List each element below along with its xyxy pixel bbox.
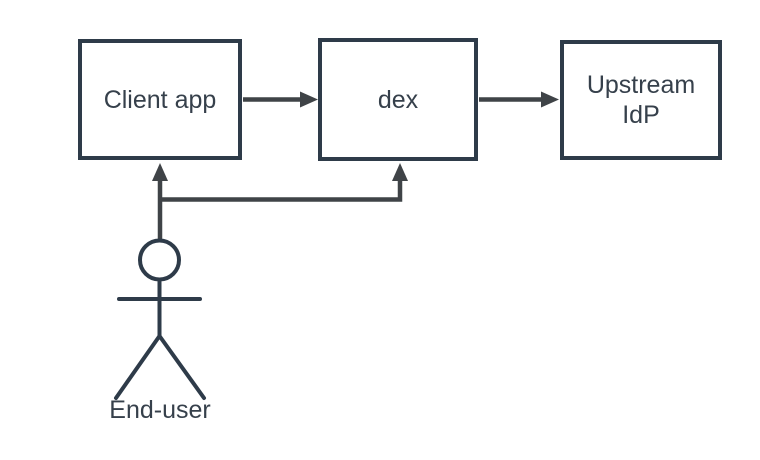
node-dex-label: dex (377, 85, 419, 114)
actor-head (138, 238, 181, 282)
edge-line (160, 180, 403, 202)
node-upstream-idp-label: Upstream IdP (586, 71, 696, 129)
end-user-figure (114, 238, 206, 400)
node-client-app-label: Client app (103, 85, 217, 114)
edge-end-user-to-client-app (152, 163, 168, 240)
arrowhead-right (541, 91, 559, 108)
actor-right-leg (157, 334, 206, 400)
node-dex: dex (318, 38, 478, 161)
edge-dex-to-upstream-idp (479, 91, 559, 108)
arrowhead-right (300, 91, 318, 108)
edge-end-user-to-dex (160, 163, 408, 202)
node-upstream-idp: Upstream IdP (560, 40, 722, 160)
arrowhead-up (392, 163, 408, 181)
node-client-app: Client app (78, 39, 242, 160)
actor-left-leg (114, 334, 162, 400)
arrowhead-up (152, 163, 168, 181)
end-user-label: End-user (109, 396, 211, 424)
edge-client-app-to-dex (243, 91, 318, 108)
